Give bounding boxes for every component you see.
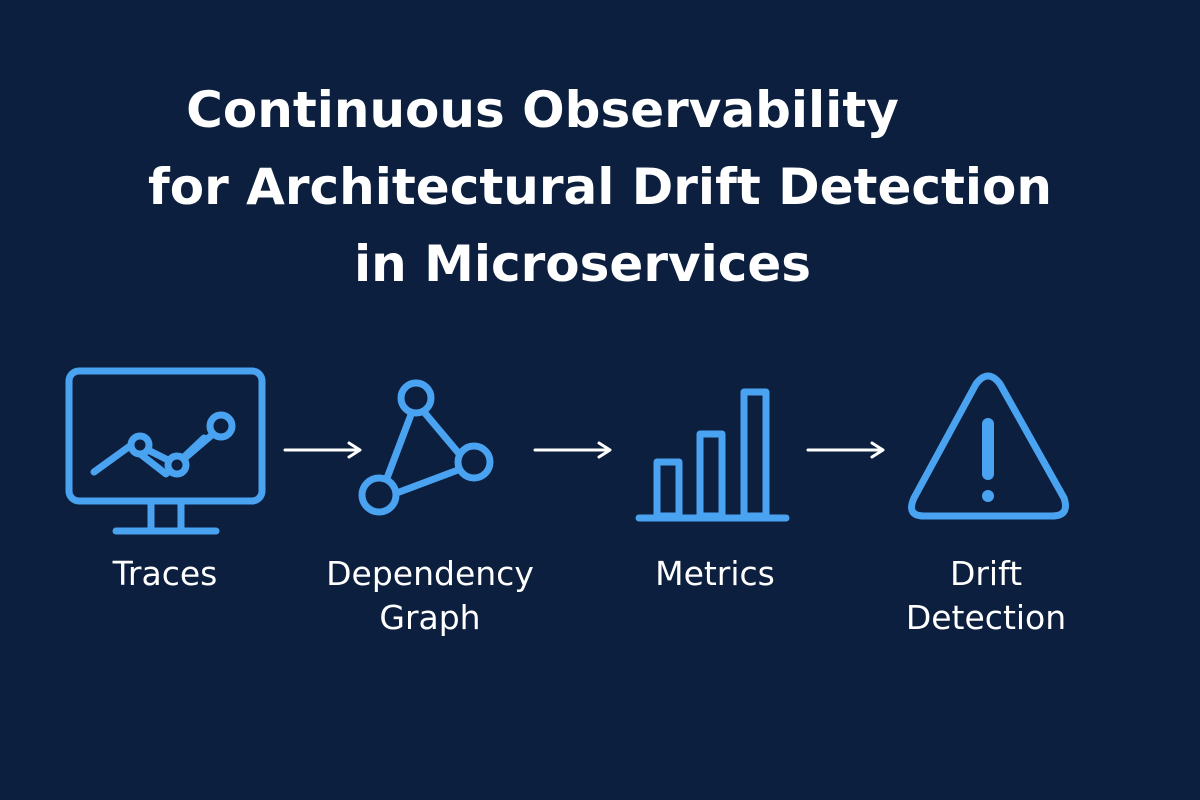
title-line-2: for Architectural Drift Detection — [147, 158, 1052, 216]
flow-arrow-2 — [533, 440, 613, 464]
title-line-1: Continuous Observability — [186, 81, 899, 139]
bar-chart-icon — [635, 386, 791, 526]
diagram-title: Continuous Observability for Architectur… — [0, 72, 1200, 303]
step-label-traces: Traces — [112, 554, 218, 593]
flow-arrow-1 — [283, 440, 363, 464]
monitor-chart-icon — [65, 367, 266, 538]
step-label-drift-detection: Drift Detection — [905, 554, 1067, 637]
title-line-3: in Microservices — [353, 235, 812, 293]
dependency-graph-icon — [356, 379, 496, 520]
step-label-dependency-graph: Dependency Graph — [326, 554, 534, 637]
step-label-metrics: Metrics — [655, 554, 775, 593]
flow-arrow-3 — [806, 440, 886, 464]
warning-triangle-icon — [906, 372, 1071, 522]
pipeline-flow: Traces Dependency Graph Metrics Drift De… — [0, 360, 1200, 660]
